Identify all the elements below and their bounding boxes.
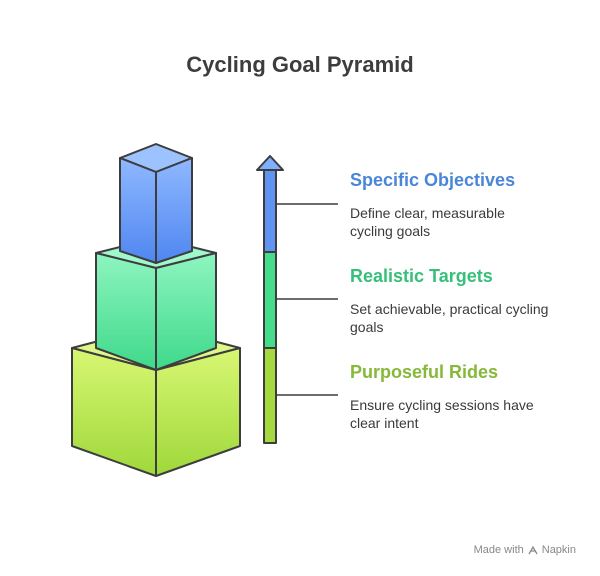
footer-attribution: Made with Napkin: [474, 544, 576, 556]
level-desc-specific-objectives: Define clear, measurable cycling goals: [350, 205, 505, 239]
level-desc-purposeful-rides: Ensure cycling sessions have clear inten…: [350, 397, 534, 431]
progress-arrow: [256, 155, 284, 444]
footer-made-with: Made with: [473, 544, 524, 556]
level-title-specific-objectives: Specific Objectives: [350, 170, 516, 190]
napkin-logo-icon: [528, 545, 538, 554]
page-title: Cycling Goal Pyramid: [186, 52, 414, 77]
block-specific-objectives: [119, 143, 193, 264]
level-title-realistic-targets: Realistic Targets: [350, 266, 493, 286]
level-desc-realistic-targets: Set achievable, practical cycling goals: [350, 301, 549, 335]
level-title-purposeful-rides: Purposeful Rides: [350, 362, 499, 382]
footer-brand: Napkin: [541, 544, 576, 556]
